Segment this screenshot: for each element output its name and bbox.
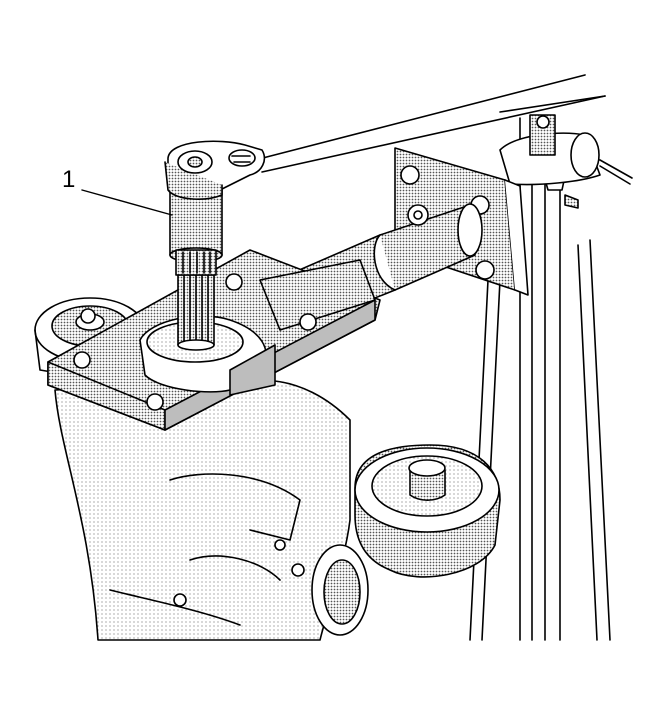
ratchet-handle <box>164 140 266 200</box>
transmission-case <box>54 379 369 641</box>
overhead-rail <box>254 74 606 173</box>
fixture-stand <box>469 114 633 641</box>
callout-leader-line <box>81 189 173 216</box>
right-mount <box>354 444 501 578</box>
splined-shaft <box>177 274 215 351</box>
callout-label: 1 <box>62 166 76 193</box>
